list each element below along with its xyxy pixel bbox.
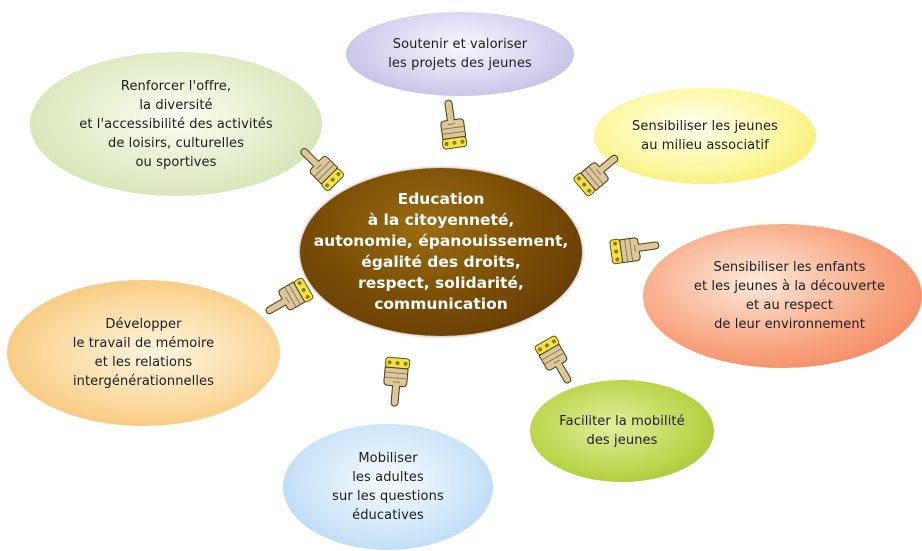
node-mobilize-adults: Mobiliser les adultes sur les questions …	[283, 424, 493, 550]
pointing-hand-icon	[564, 140, 631, 205]
node-youth-mobility: Faciliter la mobilité des jeunes	[530, 380, 714, 482]
pointing-hand-icon	[374, 352, 419, 409]
node-label: Sensibiliser les jeunes au milieu associ…	[632, 119, 778, 153]
node-label: Développer le travail de mémoire et les …	[72, 317, 215, 389]
node-label: Renforcer l'offre, la diversité et l'acc…	[79, 78, 273, 170]
node-label: Mobiliser les adultes sur les questions …	[332, 451, 444, 523]
node-label: Soutenir et valoriser les projets des je…	[388, 37, 532, 71]
pointing-hand-icon	[287, 134, 353, 200]
node-label: Faciliter la mobilité des jeunes	[559, 414, 685, 448]
node-memory-work: Développer le travail de mémoire et les …	[7, 280, 280, 426]
node-associative-awareness: Sensibiliser les jeunes au milieu associ…	[594, 88, 816, 184]
center-node-education: Education à la citoyenneté, autonomie, é…	[300, 168, 582, 336]
node-environment-awareness: Sensibiliser les enfants et les jeunes à…	[643, 224, 922, 368]
node-reinforce-activities: Renforcer l'offre, la diversité et l'acc…	[30, 52, 322, 196]
node-support-youth-projects: Soutenir et valoriser les projets des je…	[346, 12, 574, 96]
pointing-hand-icon	[525, 328, 587, 395]
node-label: Sensibiliser les enfants et les jeunes à…	[693, 260, 886, 332]
center-label: Education à la citoyenneté, autonomie, é…	[313, 190, 569, 313]
pointing-hand-icon	[428, 95, 475, 154]
pointing-hand-icon	[604, 225, 663, 272]
pointing-hand-icon	[255, 268, 322, 330]
